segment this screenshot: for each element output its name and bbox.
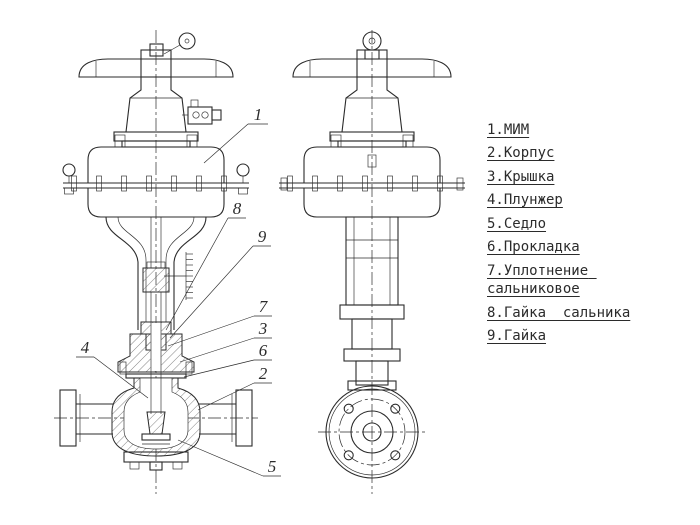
eye-bolt-right	[236, 163, 250, 195]
air-fitting-front	[182, 99, 222, 125]
bolt-hole	[390, 450, 401, 461]
callout-8: 8	[165, 199, 246, 331]
flange-circle-side	[318, 385, 426, 479]
travel-scale	[164, 252, 193, 300]
front-view	[54, 30, 258, 494]
legend-item-1: 1.МИМ	[487, 122, 530, 138]
callout-7-number: 7	[259, 297, 269, 316]
callout-8-number: 8	[233, 199, 242, 218]
callout-5: 5	[177, 439, 281, 477]
bolt-hole	[343, 403, 354, 414]
callout-9-number: 9	[258, 227, 267, 246]
callout-6-number: 6	[259, 341, 268, 360]
bonnet-bolt-left	[119, 361, 127, 375]
legend-item-8: 8.Гайка сальника	[487, 304, 631, 321]
callout-2: 2	[197, 364, 272, 411]
callout-1-number: 1	[254, 105, 263, 124]
callout-9: 9	[169, 227, 271, 339]
callout-3: 3	[179, 319, 272, 363]
seat-shape	[141, 433, 171, 441]
callouts: 1 8 9 7 3	[76, 105, 281, 477]
callout-7: 7	[167, 297, 272, 347]
stem-coupling-front	[142, 217, 170, 322]
callout-1: 1	[203, 105, 268, 164]
pressure-gauge-front	[163, 32, 196, 55]
bolt-hole	[390, 403, 401, 414]
plunger-shape	[146, 411, 166, 435]
bottom-flange	[123, 451, 189, 471]
callout-3-number: 3	[258, 319, 268, 338]
inlet-flange	[59, 389, 113, 447]
legend-item-6: 6.Прокладка	[487, 239, 580, 256]
upper-bonnet-front	[113, 77, 199, 148]
callout-4: 4	[76, 338, 149, 399]
callout-4-number: 4	[81, 338, 90, 357]
legend-item-3: 3.Крышка	[487, 168, 555, 185]
legend-item-9: 9.Гайка	[487, 328, 547, 345]
outlet-flange	[199, 389, 253, 447]
callout-2-number: 2	[259, 364, 268, 383]
eye-bolt-left	[62, 163, 76, 195]
legend-item-2: 2.Корпус	[487, 145, 555, 162]
bonnet-bolt-right	[185, 361, 193, 375]
handwheel-front	[78, 49, 234, 78]
stem-channel	[150, 323, 162, 371]
legend-item-7: 7.Уплотнение сальниковое	[487, 262, 597, 298]
actuator-side	[279, 134, 465, 218]
bolt-hole	[343, 450, 354, 461]
column-side	[339, 216, 405, 391]
callout-5-number: 5	[268, 457, 277, 476]
legend-item-4: 4.Плунжер	[487, 192, 563, 209]
callout-6: 6	[183, 341, 272, 378]
handwheel-side	[292, 49, 452, 78]
side-view	[279, 30, 465, 494]
legend-item-5: 5.Седло	[487, 215, 547, 232]
legend: 1.МИМ 2.Корпус 3.Крышка 4.Плунжер 5.Седл…	[487, 121, 645, 351]
actuator-front	[62, 134, 250, 218]
